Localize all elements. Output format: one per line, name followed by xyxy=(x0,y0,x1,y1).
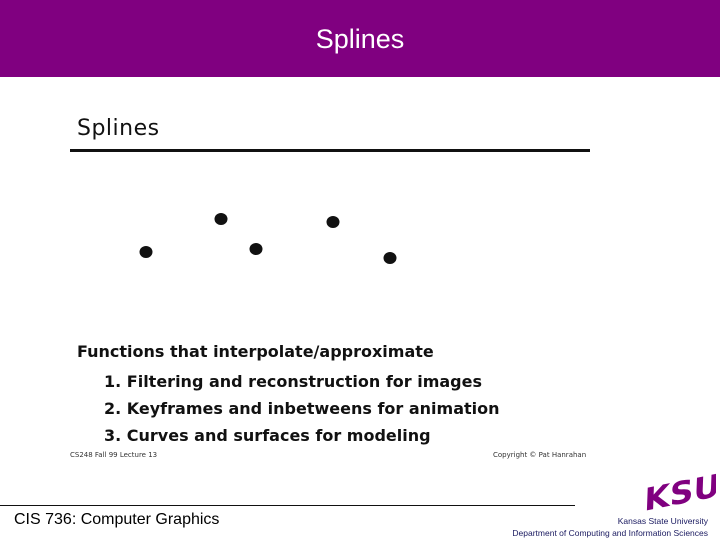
lecture-label: CS248 Fall 99 Lecture 13 xyxy=(70,451,158,459)
control-point xyxy=(383,252,397,264)
course-label: CIS 736: Computer Graphics xyxy=(14,511,220,528)
control-point xyxy=(249,243,263,255)
slide-image: Splines Functions that interpolate/appro… xyxy=(0,77,720,497)
control-point xyxy=(139,246,153,258)
slide-title: Splines xyxy=(77,116,160,141)
copyright-label: Copyright © Pat Hanrahan xyxy=(493,451,587,459)
department-name: Department of Computing and Information … xyxy=(512,528,708,538)
list-item: 3. Curves and surfaces for modeling xyxy=(104,426,431,445)
footer-box xyxy=(0,505,575,540)
control-point xyxy=(214,213,228,225)
control-point xyxy=(326,216,340,228)
header-bar xyxy=(0,0,720,77)
title-rule xyxy=(70,149,590,152)
list-item: 1. Filtering and reconstruction for imag… xyxy=(104,372,483,391)
logo-text: KSU xyxy=(644,467,716,516)
ksu-logo-icon: KSU xyxy=(643,466,716,516)
list-item: 2. Keyframes and inbetweens for animatio… xyxy=(104,399,500,418)
university-name: Kansas State University xyxy=(617,516,708,526)
body-heading: Functions that interpolate/approximate xyxy=(77,342,434,361)
body-list: 1. Filtering and reconstruction for imag… xyxy=(104,368,500,449)
page-title: Splines xyxy=(315,24,405,54)
control-points xyxy=(139,213,397,264)
